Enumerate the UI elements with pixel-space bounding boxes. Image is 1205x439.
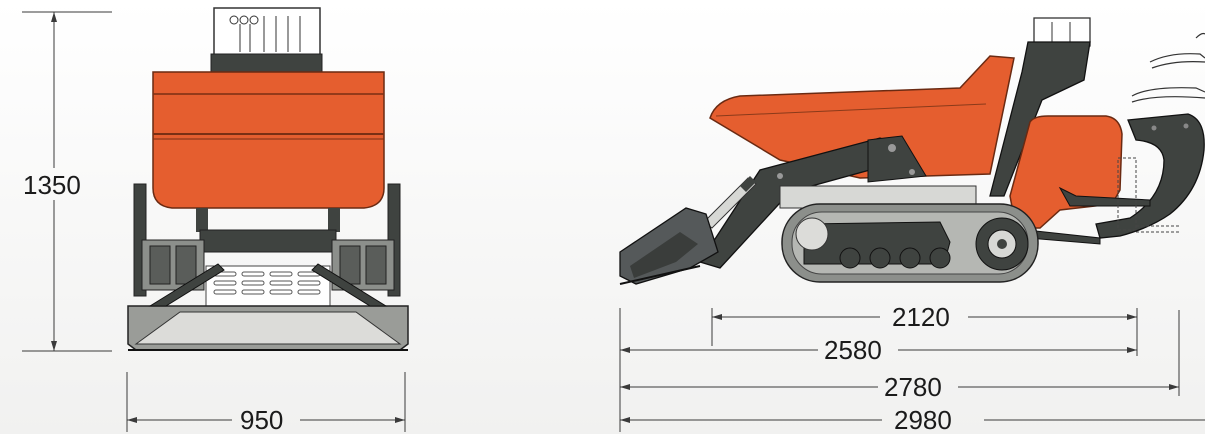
dimension-side-2580 <box>619 308 1137 432</box>
label-side-2780: 2780 <box>884 372 942 402</box>
front-dump-body <box>152 71 385 209</box>
front-chassis <box>196 208 340 253</box>
label-side-2120: 2120 <box>892 302 950 332</box>
side-front-bucket <box>619 207 719 285</box>
dimension-width-950 <box>126 372 406 432</box>
side-view <box>619 17 1205 432</box>
side-lift-arm <box>698 135 927 269</box>
side-handlebar <box>1131 32 1205 103</box>
label-front-height: 1350 <box>23 170 81 200</box>
label-front-width: 950 <box>240 405 284 435</box>
front-bucket <box>127 263 409 351</box>
dimension-side-2980 <box>620 417 1205 423</box>
label-side-2980: 2980 <box>894 405 952 435</box>
front-top-rail <box>210 7 323 73</box>
side-footrest <box>1058 157 1180 233</box>
dimension-height-1350 <box>22 11 112 352</box>
front-view <box>22 7 409 432</box>
side-rear-fender <box>1095 113 1205 239</box>
label-side-2580: 2580 <box>824 335 882 365</box>
dimension-side-2780 <box>620 310 1180 396</box>
side-dump-body <box>709 55 1015 179</box>
side-operator-panel <box>1009 115 1123 229</box>
dimension-side-2120 <box>711 308 1138 356</box>
front-grille <box>205 265 331 307</box>
side-crawler-track <box>781 203 1039 283</box>
